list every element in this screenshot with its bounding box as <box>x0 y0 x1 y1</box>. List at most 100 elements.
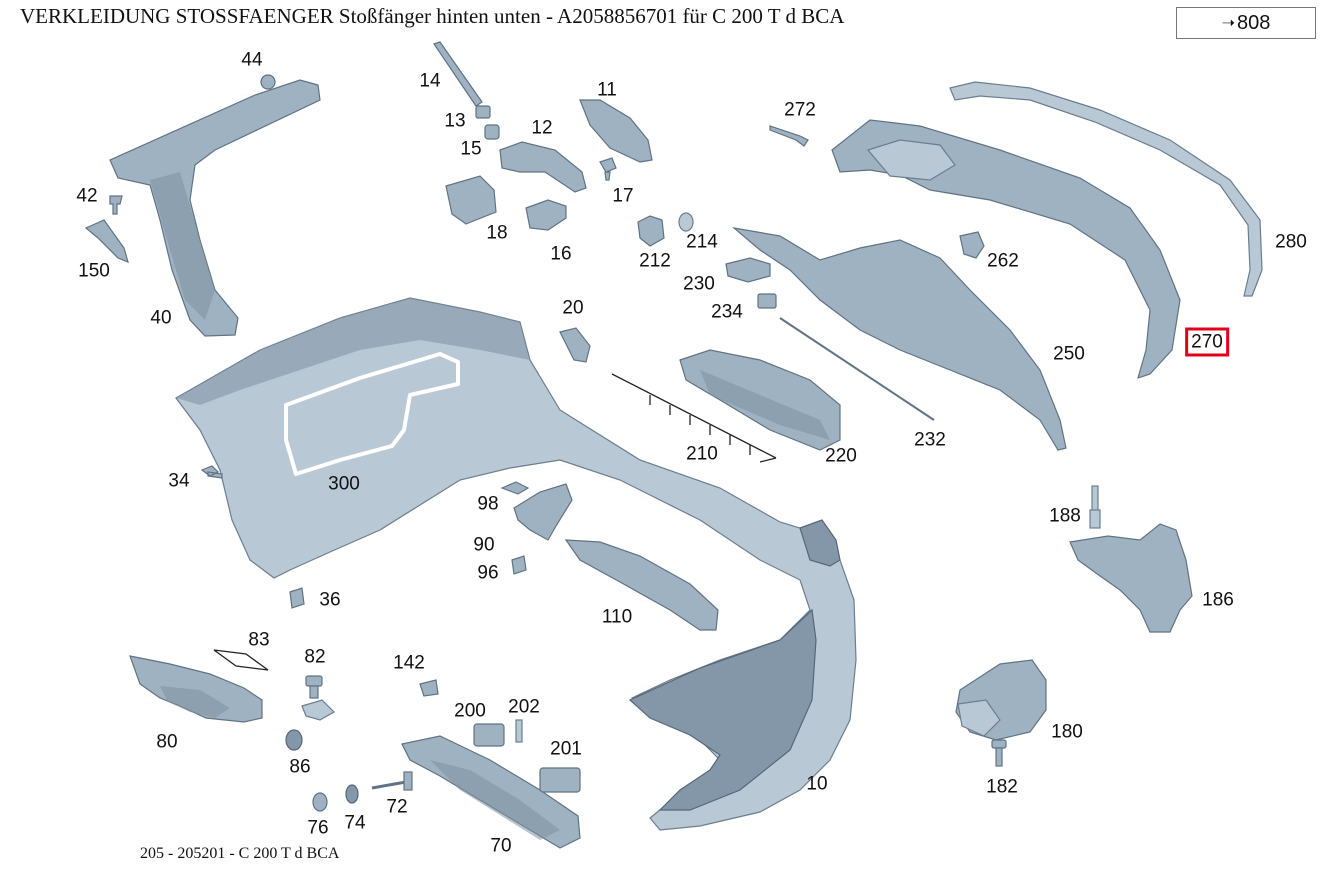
part-214-ring[interactable] <box>678 212 694 232</box>
label-12[interactable]: 12 <box>531 117 553 139</box>
label-272[interactable]: 272 <box>784 99 816 121</box>
label-150[interactable]: 150 <box>78 260 110 282</box>
part-220-grille[interactable] <box>679 349 841 451</box>
label-212[interactable]: 212 <box>639 250 671 272</box>
label-250[interactable]: 250 <box>1053 343 1085 365</box>
label-76[interactable]: 76 <box>307 817 329 839</box>
part-202-clip[interactable] <box>515 719 523 743</box>
label-201[interactable]: 201 <box>550 738 582 760</box>
part-82-plate[interactable] <box>301 699 335 721</box>
label-188[interactable]: 188 <box>1049 505 1081 527</box>
part-80-bracket[interactable] <box>129 655 263 723</box>
label-98[interactable]: 98 <box>477 493 499 515</box>
label-16[interactable]: 16 <box>550 243 572 265</box>
part-40-bracket[interactable] <box>109 79 321 337</box>
part-250-diffuser[interactable] <box>731 227 1067 451</box>
label-70[interactable]: 70 <box>490 835 512 857</box>
label-86[interactable]: 86 <box>289 756 311 778</box>
part-280-trim-strip[interactable] <box>949 81 1263 297</box>
part-180-tailpipe[interactable] <box>955 659 1047 741</box>
label-110[interactable]: 110 <box>601 606 633 628</box>
label-42[interactable]: 42 <box>76 185 98 207</box>
part-150-trim[interactable] <box>84 219 129 264</box>
label-15[interactable]: 15 <box>460 138 482 160</box>
label-36[interactable]: 36 <box>319 589 341 611</box>
label-220[interactable]: 220 <box>825 445 857 467</box>
part-300-outline[interactable] <box>284 352 460 476</box>
part-44-clip[interactable] <box>260 74 276 90</box>
label-18[interactable]: 18 <box>486 222 508 244</box>
part-42-screw[interactable] <box>109 195 123 215</box>
part-36-clip[interactable] <box>289 587 305 609</box>
label-96[interactable]: 96 <box>477 562 499 584</box>
part-232-cable[interactable] <box>779 317 935 421</box>
part-186-bracket[interactable] <box>1069 523 1193 633</box>
part-15-cap[interactable] <box>484 124 500 140</box>
label-74[interactable]: 74 <box>344 812 366 834</box>
part-210-guide[interactable] <box>611 373 777 463</box>
label-230[interactable]: 230 <box>683 273 715 295</box>
label-44[interactable]: 44 <box>241 49 263 71</box>
part-200-module[interactable] <box>473 723 505 747</box>
label-186[interactable]: 186 <box>1202 589 1234 611</box>
part-142-clip[interactable] <box>419 679 439 697</box>
label-214[interactable]: 214 <box>686 231 718 253</box>
label-20[interactable]: 20 <box>562 297 584 319</box>
label-14[interactable]: 14 <box>419 70 441 92</box>
part-90-bracket[interactable] <box>513 483 573 541</box>
label-11[interactable]: 11 <box>597 79 617 101</box>
label-262[interactable]: 262 <box>987 250 1019 272</box>
part-182-screw[interactable] <box>991 739 1007 767</box>
part-82-screw[interactable] <box>305 675 323 699</box>
part-201-module[interactable] <box>539 767 581 793</box>
part-98-clip[interactable] <box>500 481 530 495</box>
part-212-sensor[interactable] <box>637 215 665 247</box>
part-188-bolt[interactable] <box>1089 485 1101 529</box>
label-232[interactable]: 232 <box>914 429 946 451</box>
label-40[interactable]: 40 <box>150 307 172 329</box>
label-210[interactable]: 210 <box>686 443 718 465</box>
part-11-cover[interactable] <box>579 99 653 163</box>
part-10-bumper[interactable] <box>175 297 857 831</box>
part-13-sleeve[interactable] <box>475 105 491 119</box>
label-13[interactable]: 13 <box>444 110 466 132</box>
reference-link-button[interactable]: ➝ 808 <box>1176 7 1316 39</box>
label-72[interactable]: 72 <box>386 796 408 818</box>
part-18-box[interactable] <box>445 175 497 225</box>
part-16-actuator[interactable] <box>525 199 567 231</box>
label-182[interactable]: 182 <box>986 776 1018 798</box>
label-80[interactable]: 80 <box>156 731 178 753</box>
part-110-reflector[interactable] <box>564 539 719 631</box>
part-74-washer[interactable] <box>345 784 359 804</box>
label-10[interactable]: 10 <box>806 773 828 795</box>
part-262-sensor[interactable] <box>959 231 985 259</box>
part-96-clip[interactable] <box>511 555 527 575</box>
part-20-cover[interactable] <box>559 327 591 363</box>
label-270-highlighted[interactable]: 270 <box>1185 327 1229 357</box>
label-300[interactable]: 300 <box>328 473 360 495</box>
label-34[interactable]: 34 <box>168 470 190 492</box>
part-270-upper-trim[interactable] <box>831 119 1181 379</box>
label-82[interactable]: 82 <box>304 646 326 668</box>
part-230-module[interactable] <box>725 257 771 283</box>
part-34-screw[interactable] <box>200 465 223 479</box>
label-200[interactable]: 200 <box>454 700 486 722</box>
label-280[interactable]: 280 <box>1275 231 1307 253</box>
label-202[interactable]: 202 <box>508 696 540 718</box>
part-17-clip[interactable] <box>599 157 617 181</box>
label-90[interactable]: 90 <box>473 534 495 556</box>
label-17[interactable]: 17 <box>612 185 634 207</box>
part-86-washer[interactable] <box>285 729 303 751</box>
part-14-rod[interactable] <box>433 41 483 107</box>
label-142[interactable]: 142 <box>393 652 425 674</box>
label-180[interactable]: 180 <box>1051 721 1083 743</box>
part-83-gasket[interactable] <box>213 649 269 671</box>
part-72-bolt[interactable] <box>371 771 413 791</box>
part-12-flap[interactable] <box>499 141 587 193</box>
label-83[interactable]: 83 <box>248 629 270 651</box>
part-272-clip[interactable] <box>769 125 809 147</box>
label-234[interactable]: 234 <box>711 301 743 323</box>
part-76-nut[interactable] <box>312 792 328 812</box>
part-234-plug[interactable] <box>757 293 777 309</box>
part-70-carrier[interactable] <box>401 735 581 849</box>
